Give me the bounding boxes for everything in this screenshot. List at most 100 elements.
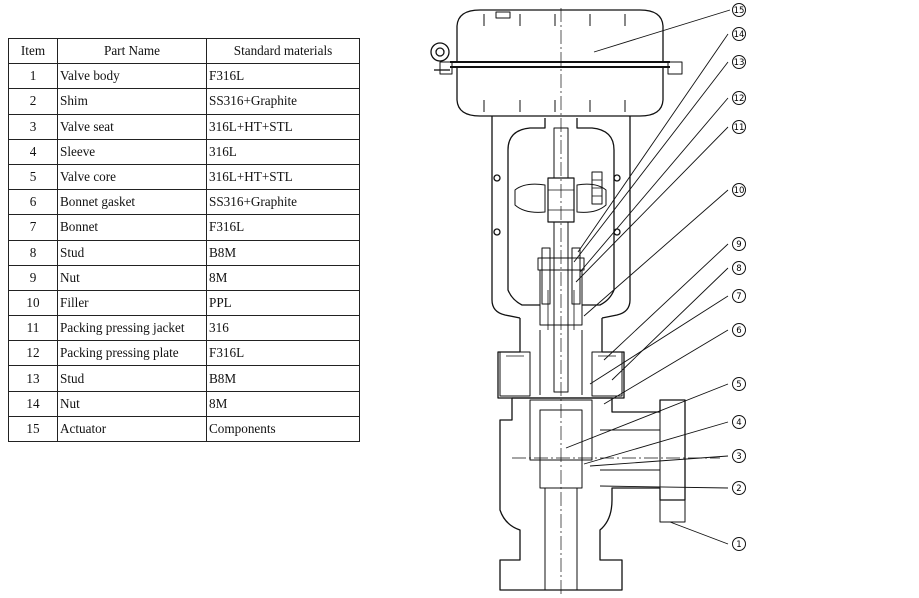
callout-4: 4	[732, 415, 746, 429]
cell-item: 14	[8, 390, 58, 417]
cell-material: 316L	[206, 138, 360, 165]
cell-part-name: Valve core	[57, 163, 207, 191]
cell-part-name: Nut	[57, 390, 207, 417]
cell-material: 8M	[206, 390, 360, 417]
svg-text:1: 1	[736, 540, 741, 550]
cell-material: 316L+HT+STL	[206, 163, 360, 191]
cell-item: 5	[8, 163, 58, 191]
cell-item: 12	[8, 340, 58, 367]
callout-6: 6	[732, 323, 746, 337]
svg-text:9: 9	[736, 240, 741, 250]
callout-3: 3	[732, 449, 746, 463]
cell-part-name: Packing pressing jacket	[57, 315, 207, 342]
cell-item: 11	[8, 315, 58, 342]
table-header-row: Item Part Name Standard materials	[8, 37, 360, 65]
callout-7: 7	[732, 289, 746, 303]
cell-item: 4	[8, 138, 58, 165]
cell-material: B8M	[206, 239, 360, 266]
valve-body	[499, 397, 720, 591]
header-item: Item	[8, 37, 58, 65]
cell-material: B8M	[206, 365, 360, 392]
callout-markers: 15 14 13 12 11 10 9 8 7 6 5 4 3 2 1	[732, 3, 746, 551]
cell-material: SS316+Graphite	[206, 189, 360, 216]
actuator	[430, 9, 683, 117]
callout-10: 10	[732, 183, 746, 197]
cell-part-name: Valve body	[57, 63, 207, 90]
cell-material: 316L+HT+STL	[206, 113, 360, 140]
cell-material: SS316+Graphite	[206, 88, 360, 115]
callout-2: 2	[732, 481, 746, 495]
cell-part-name: Bonnet	[57, 214, 207, 241]
callout-11: 11	[732, 120, 746, 134]
cell-item: 6	[8, 189, 58, 216]
svg-text:3: 3	[736, 452, 741, 462]
header-materials: Standard materials	[206, 37, 360, 65]
svg-text:6: 6	[736, 326, 741, 336]
cell-item: 8	[8, 239, 58, 266]
cell-item: 2	[8, 88, 58, 115]
callout-5: 5	[732, 377, 746, 391]
callout-12: 12	[732, 91, 746, 105]
svg-text:5: 5	[736, 380, 741, 390]
cell-material: 316	[206, 315, 360, 342]
svg-text:2: 2	[736, 484, 741, 494]
cell-material: F316L	[206, 63, 360, 90]
callout-1: 1	[732, 537, 746, 551]
cell-item: 13	[8, 365, 58, 392]
svg-text:14: 14	[734, 30, 745, 40]
callout-9: 9	[732, 237, 746, 251]
callout-8: 8	[732, 261, 746, 275]
cell-material: F316L	[206, 214, 360, 241]
stem	[547, 127, 575, 393]
cell-part-name: Actuator	[57, 415, 207, 443]
header-part-name: Part Name	[57, 37, 207, 65]
cell-part-name: Stud	[57, 239, 207, 266]
svg-text:4: 4	[736, 418, 741, 428]
svg-text:12: 12	[734, 94, 745, 104]
cell-part-name: Nut	[57, 264, 207, 291]
cell-item: 1	[8, 63, 58, 90]
svg-text:13: 13	[734, 58, 745, 68]
cell-material: Components	[206, 415, 360, 443]
yoke	[491, 116, 631, 319]
cell-item: 15	[8, 415, 58, 443]
callout-13: 13	[732, 55, 746, 69]
cell-part-name: Filler	[57, 289, 207, 317]
svg-text:10: 10	[734, 186, 745, 196]
cell-item: 10	[8, 289, 58, 317]
cell-material: PPL	[206, 289, 360, 317]
svg-text:11: 11	[734, 123, 745, 133]
cell-material: F316L	[206, 340, 360, 367]
cell-part-name: Shim	[57, 88, 207, 115]
cell-part-name: Valve seat	[57, 113, 207, 140]
svg-text:15: 15	[734, 6, 745, 16]
callout-15: 15	[732, 3, 746, 17]
cell-material: 8M	[206, 264, 360, 291]
leader-lines	[565, 9, 731, 545]
valve-drawing: 15 14 13 12 11 10 9 8 7 6 5 4 3 2 1	[430, 3, 746, 594]
cell-item: 9	[8, 264, 58, 291]
cell-part-name: Stud	[57, 365, 207, 392]
packing	[537, 247, 585, 330]
cell-part-name: Sleeve	[57, 138, 207, 165]
cell-part-name: Bonnet gasket	[57, 189, 207, 216]
svg-text:8: 8	[736, 264, 741, 274]
svg-text:7: 7	[736, 292, 741, 302]
